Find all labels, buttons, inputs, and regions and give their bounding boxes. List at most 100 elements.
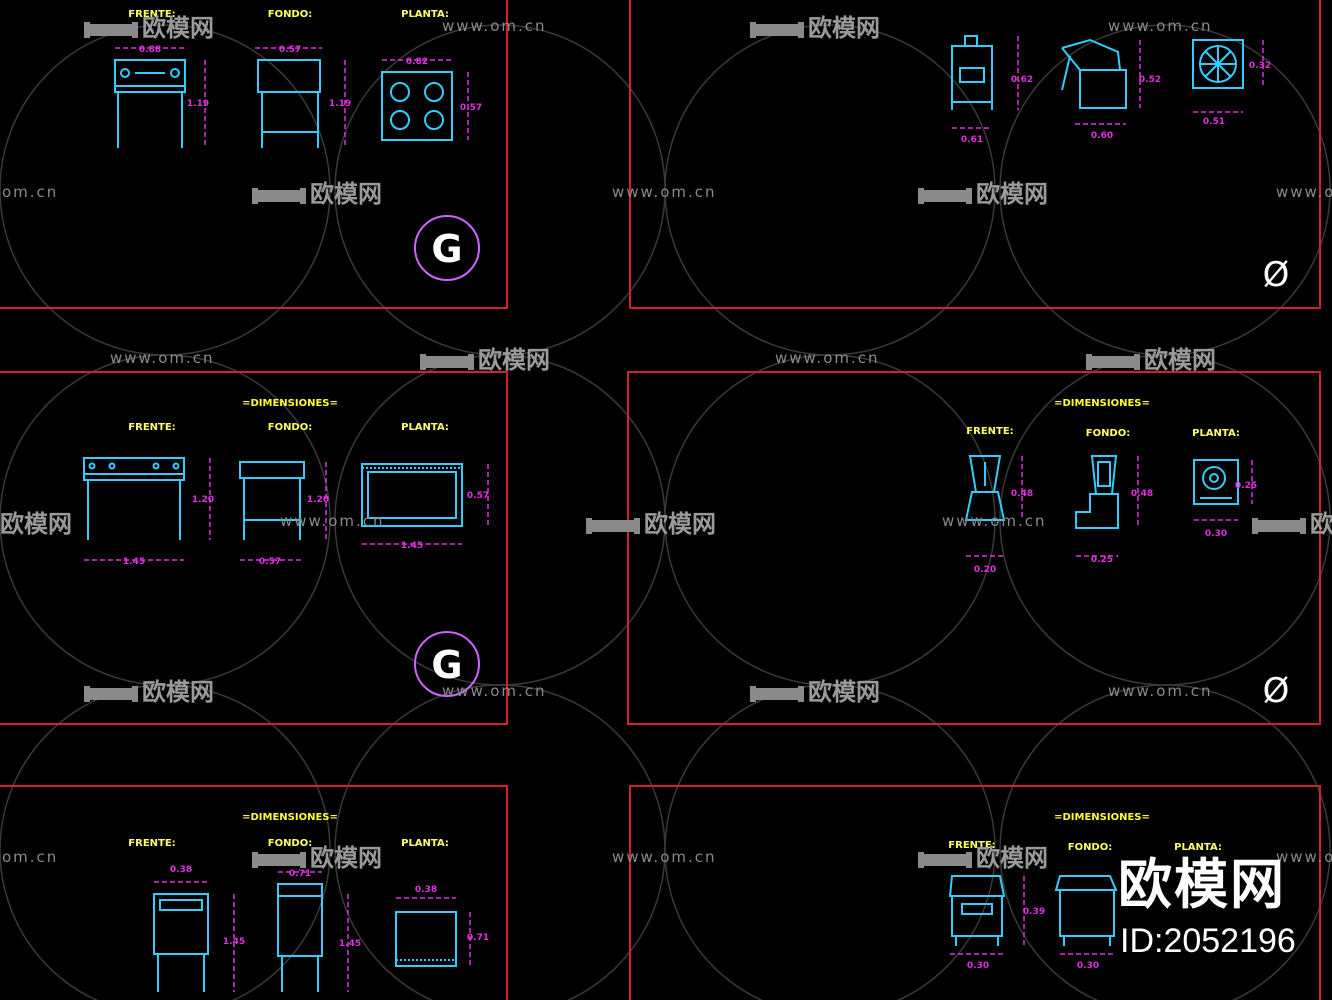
watermark-brand-text: 欧模网 [808,14,880,42]
sofa-icon [586,518,640,534]
watermark-site: www.om.cn [110,349,215,367]
panel-5-view-1-label: FRENTE: [128,838,175,849]
appliance-front-drawing [951,35,993,110]
panel-3: =DIMENSIONES= FRENTE: FONDO: PLANTA: [83,398,489,697]
fryer-side-drawing [277,883,323,992]
panel-2-dim-3: 0.60 [1091,131,1113,141]
panel-6-dim-3: 0.30 [1077,961,1099,971]
watermark-brand-text: 欧模网 [1144,346,1216,374]
panel-2-dim-2: 0.62 [1011,75,1033,85]
watermark-brand: 欧模网 欧模网 欧模网 欧模网 欧模网 欧模网 欧模网 欧模网 欧模网 欧模网 … [0,14,1332,872]
sofa-icon [1252,518,1306,534]
panel-3-dim-5: 1.45 [401,541,423,551]
mixer-front-drawing [948,875,1006,946]
gas-symbol-2: G [431,643,462,687]
watermark-site: www.om.cn [1108,682,1213,700]
panel-2-dim-6: 0.32 [1249,61,1271,71]
panel-1: FRENTE: FONDO: PLANTA: 0.88 [114,9,482,281]
sofa-icon [84,22,138,38]
watermark-brand-text: 欧模网 [976,844,1048,872]
watermark-brand-text: 欧模网 [0,510,72,538]
panel-6-heading: =DIMENSIONES= [1054,812,1150,823]
panel-1-view-3-label: PLANTA: [401,9,449,20]
watermark-brand-text: 欧模网 [1310,510,1332,538]
panel-3-dim-6: 0.57 [467,491,489,501]
panel-frame-5 [0,785,508,1000]
panel-1-dim-4: 1.19 [329,99,351,109]
sofa-icon [918,188,972,204]
panel-3-view-3-label: PLANTA: [401,422,449,433]
panel-3-dim-3: 0.57 [259,557,281,567]
watermark-brand-text: 欧模网 [142,14,214,42]
panel-4-dim-5: 0.30 [1205,529,1227,539]
panel-3-dim-1: 1.45 [123,557,145,567]
panel-5-dim-4: 1.45 [339,939,361,949]
panel-5-dim-3: 0.71 [289,869,311,879]
panel-1-dim-2: 1.19 [187,99,209,109]
panel-5-dim-2: 1.45 [223,937,245,947]
panel-6-dim-2: 0.39 [1023,907,1045,917]
sofa-icon [750,22,804,38]
panel-4-dim-4: 0.48 [1131,489,1153,499]
fryer-plan-drawing [395,911,457,967]
panel-4-view-1-label: FRENTE: [966,426,1013,437]
watermark-site: om.cn [2,848,58,866]
griddle-front-drawing [83,457,185,540]
appliance-plan-drawing [1192,39,1244,89]
watermark-site: www.om.cn [942,512,1047,530]
panel-5-dim-1: 0.38 [170,865,192,875]
panel-3-dim-4: 1.20 [307,495,329,505]
appliance-side-drawing [1061,38,1127,109]
panel-4-view-3-label: PLANTA: [1192,428,1240,439]
sofa-icon [1086,354,1140,370]
panel-1-dim-1: 0.88 [139,45,161,55]
panel-2-dim-4: 0.52 [1139,75,1161,85]
watermark-brand-text: 欧模网 [310,844,382,872]
watermark-site: www.om.cn [1276,183,1332,201]
panel-3-dimension-lines [84,458,489,561]
diameter-symbol-2: Ø [1263,671,1290,711]
panel-6-view-1-label: FRENTE: [948,840,995,851]
brand-watermark: 欧模网 [1118,853,1286,916]
watermark-site: om.cn [2,183,58,201]
model-id: ID:2052196 [1120,922,1296,960]
panel-6-dimension-lines [950,876,1114,955]
panel-1-view-1-label: FRENTE: [128,9,175,20]
stove-plan-drawing [381,71,453,141]
watermark-site: www.om.cn [280,512,385,530]
sofa-icon [252,852,306,868]
panel-1-dim-6: 0.57 [460,103,482,113]
watermark-circles [0,24,1331,1000]
panel-4-dim-6: 0.25 [1235,481,1257,491]
blender-front-drawing [964,455,1006,521]
panel-3-view-2-label: FONDO: [268,422,313,433]
mixer-side-drawing [1054,875,1118,946]
panel-4: =DIMENSIONES= FRENTE: FONDO: PLANTA: [964,398,1290,711]
sofa-icon [918,852,972,868]
panel-2-dim-1: 0.61 [961,135,983,145]
griddle-plan-drawing [361,463,463,527]
watermark-site: www.om.cn [612,183,717,201]
panel-4-heading: =DIMENSIONES= [1054,398,1150,409]
griddle-back-drawing [239,461,305,540]
panel-4-dim-3: 0.25 [1091,555,1113,565]
watermark-site: www.om.cn [442,17,547,35]
watermark-brand-text: 欧模网 [478,346,550,374]
blender-side-drawing [1075,455,1119,529]
watermark-site: www.om.cn [1108,17,1213,35]
panel-1-dimension-lines [115,47,469,148]
blender-plan-drawing [1193,459,1239,505]
gas-symbol: G [431,227,462,271]
gas-symbol-circle-2 [414,631,480,697]
sofa-icon [84,686,138,702]
sofa-icon [252,188,306,204]
stove-front-drawing [114,59,186,148]
watermark-sofa-icons [84,22,1306,868]
panel-frame-6 [629,785,1321,1000]
watermark-site: www.om.cn [775,349,880,367]
panel-6-view-3-label: PLANTA: [1174,842,1222,853]
panel-frame-1 [0,0,508,309]
panel-4-dim-1: 0.20 [974,565,996,575]
panel-5-heading: =DIMENSIONES= [242,812,338,823]
